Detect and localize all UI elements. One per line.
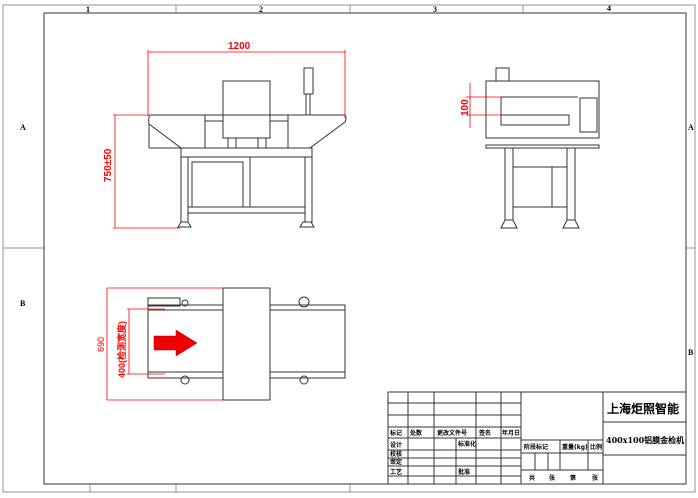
zone-label-2: 2 [259, 5, 263, 14]
sheet-no: 第 [569, 474, 576, 482]
top-view [147, 287, 346, 401]
zone-label-b-right: B [688, 348, 694, 357]
zone-label-b: B [20, 299, 26, 308]
zone-label-a-right: A [688, 123, 694, 132]
header-mark: 标记 [389, 429, 402, 437]
header-date: 年月日 [502, 429, 520, 437]
weight-label: 重量(kg) [562, 443, 588, 451]
approve-label: 批准 [458, 468, 470, 476]
zone-label-3: 3 [433, 5, 437, 14]
aperture-dimension: 100 [460, 99, 471, 116]
side-dimensions [466, 83, 501, 128]
side-view [485, 67, 600, 229]
outer-border [2, 4, 696, 493]
product-name: 400x100铝膜金检机 [606, 435, 684, 445]
header-change-doc: 更改文件号 [437, 429, 467, 437]
zone-label-4: 4 [607, 4, 611, 13]
sheet-unit: 张 [549, 474, 556, 482]
company-name: 上海炬照智能 [607, 401, 679, 416]
header-signature: 签名 [478, 429, 491, 437]
detect-width-dimension: 400(检测宽度) [116, 321, 127, 378]
height-dimension: 750±50 [103, 148, 114, 182]
zone-label-1: 1 [86, 5, 90, 14]
front-view [148, 67, 347, 228]
scale-label: 比例 [590, 443, 602, 451]
sheet-total: 共 [529, 474, 535, 482]
conveyor-direction-arrow-icon [153, 329, 198, 357]
inner-border [43, 12, 687, 485]
length-dimension: 1200 [228, 41, 251, 52]
front-dimensions [113, 50, 346, 229]
zone-label-a: A [20, 123, 26, 132]
top-dimensions [106, 287, 223, 401]
stage-mark-label: 阶段标记 [524, 443, 548, 451]
header-count: 处数 [409, 429, 423, 437]
role-review: 审定 [390, 458, 402, 466]
title-block [387, 391, 687, 485]
sheet-unit-2: 张 [592, 474, 599, 482]
zone-dividers [3, 5, 695, 492]
role-process: 工艺 [390, 468, 402, 476]
role-design: 设计 [390, 441, 402, 449]
width-dimension: 690 [96, 337, 106, 352]
standardization-label: 标准化 [457, 440, 476, 448]
role-check: 校核 [390, 450, 402, 458]
